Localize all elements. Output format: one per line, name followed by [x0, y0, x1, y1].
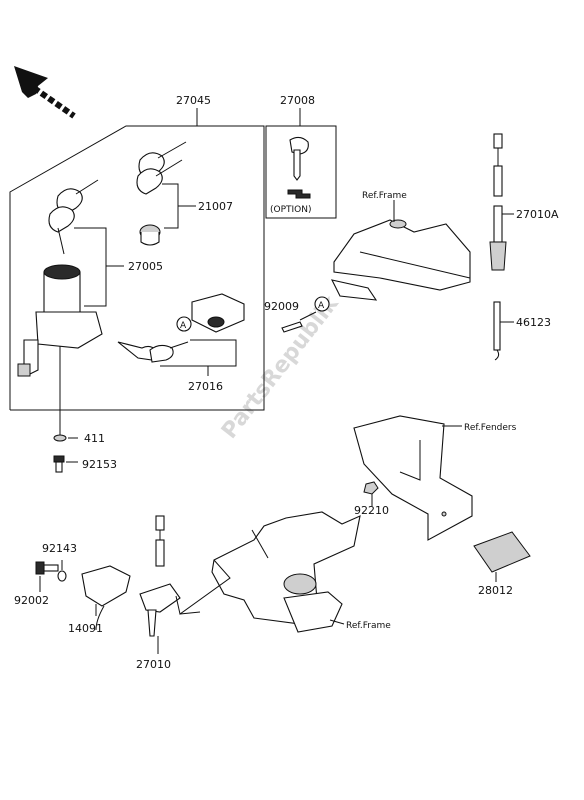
frame-bracket-top	[330, 219, 471, 301]
callout-a-right	[314, 296, 330, 312]
ref-frame-bottom: Ref.Frame	[346, 621, 391, 631]
nut-92210	[363, 481, 379, 495]
reflector-28012	[473, 531, 531, 573]
label-27010A[interactable]: 27010A	[516, 208, 559, 221]
label-92002[interactable]: 92002	[14, 594, 49, 607]
callout-a-right-text: A	[318, 301, 325, 311]
lock-set-27016	[117, 293, 245, 363]
label-27045[interactable]: 27045	[176, 94, 211, 107]
key-set-21007	[136, 141, 187, 246]
ref-fenders: Ref.Fenders	[464, 423, 517, 433]
label-21007[interactable]: 21007	[198, 200, 233, 213]
label-14091[interactable]: 14091	[68, 622, 103, 635]
kit-box-27045	[9, 125, 265, 411]
screw-92009	[281, 321, 303, 333]
direction-arrow-icon	[14, 66, 76, 119]
ref-frame-top: Ref.Frame	[362, 191, 407, 201]
label-27016[interactable]: 27016	[188, 380, 223, 393]
bracket-14091	[81, 565, 131, 631]
switch-27010	[139, 515, 181, 637]
switch-27010A	[489, 133, 507, 271]
key-blank-27008	[287, 136, 311, 199]
ignition-switch-27005	[17, 264, 103, 377]
key-pair-left	[48, 179, 99, 255]
callout-a-left	[176, 316, 192, 332]
label-27005[interactable]: 27005	[128, 260, 163, 273]
option-box-27008	[265, 125, 337, 219]
label-92153[interactable]: 92153	[82, 458, 117, 471]
label-92143[interactable]: 92143	[42, 542, 77, 555]
washer-411	[53, 434, 67, 442]
callout-a-left-text: A	[180, 321, 187, 331]
washer-92143	[57, 570, 67, 582]
rear-fender	[353, 415, 473, 541]
label-46123[interactable]: 46123	[516, 316, 551, 329]
bolt-92153	[53, 455, 65, 473]
label-92210[interactable]: 92210	[354, 504, 389, 517]
label-411[interactable]: 411	[84, 432, 105, 445]
frame-assembly-bottom	[211, 511, 361, 633]
option-text: (OPTION)	[270, 205, 312, 215]
label-27008[interactable]: 27008	[280, 94, 315, 107]
label-92009[interactable]: 92009	[264, 300, 299, 313]
label-28012[interactable]: 28012	[478, 584, 513, 597]
bolt-92002	[35, 561, 59, 575]
spring-46123	[493, 301, 501, 361]
label-27010[interactable]: 27010	[136, 658, 171, 671]
